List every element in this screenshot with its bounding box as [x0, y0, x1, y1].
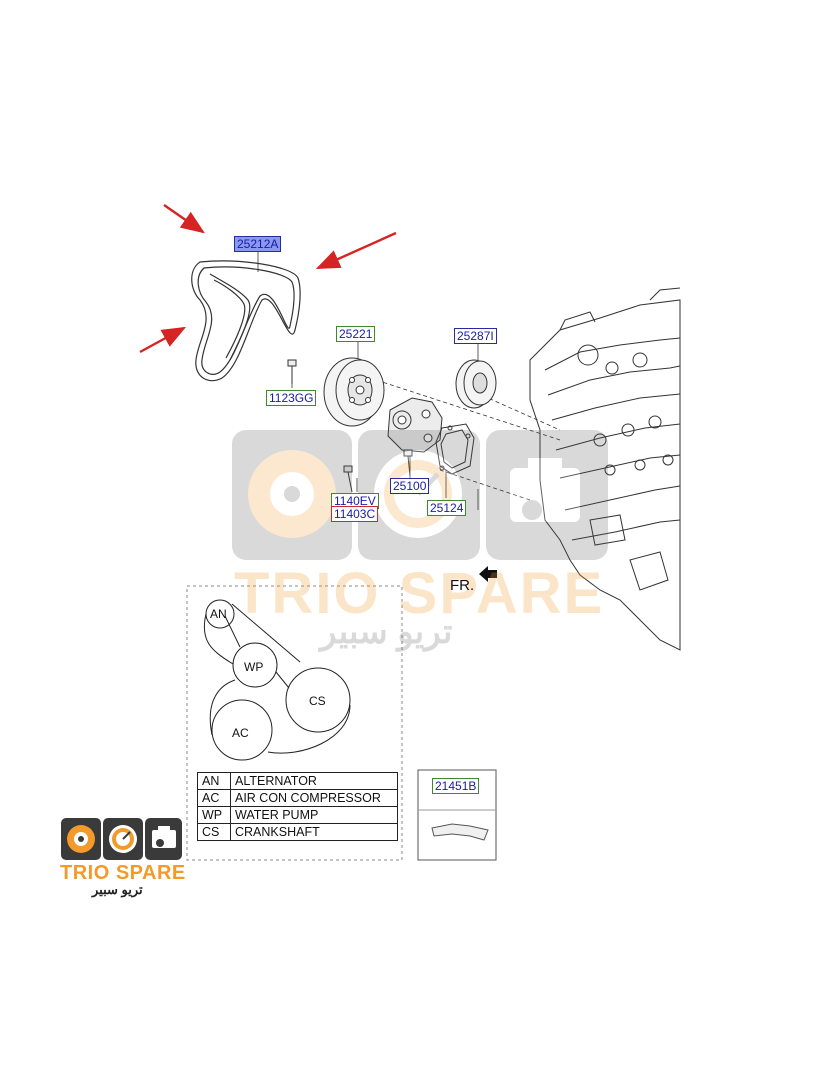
logo-arabic: تريو سبير: [92, 882, 143, 897]
part-label-idler[interactable]: 25287I: [454, 328, 497, 344]
legend-row: AC AIR CON COMPRESSOR: [197, 789, 398, 807]
routing-an: AN: [210, 607, 227, 621]
bolt-gg-drawing: [287, 359, 297, 384]
part-label-bracket[interactable]: 21451B: [432, 778, 480, 794]
gasket-drawing: [435, 423, 475, 475]
legend-code: CS: [197, 823, 231, 841]
front-arrow-icon: [479, 566, 497, 582]
bracket-box: [417, 769, 497, 861]
logo-latin: TRIO SPARE: [60, 862, 186, 884]
gauge-icon: [103, 818, 143, 860]
drive-belt: [191, 260, 301, 382]
routing-wp: WP: [244, 660, 264, 674]
part-label-pulley[interactable]: 25221: [336, 326, 376, 342]
legend-table: AN ALTERNATOR AC AIR CON COMPRESSOR WP W…: [197, 772, 398, 841]
legend-name: CRANKSHAFT: [230, 823, 398, 841]
bolt-ev-drawing: [343, 449, 413, 493]
watermark-arabic: تريو سبير: [320, 613, 453, 651]
part-label-bolt-c[interactable]: 11403C: [331, 506, 379, 522]
legend-row: CS CRANKSHAFT: [197, 823, 398, 841]
routing-ac: AC: [232, 726, 249, 740]
engine-icon: [145, 818, 182, 860]
front-marker: FR.: [450, 577, 475, 594]
legend-code: WP: [197, 806, 231, 824]
routing-cs: CS: [309, 694, 326, 708]
disc-icon: [61, 818, 101, 860]
disc-icon: [232, 430, 352, 560]
pulley-drawing: [323, 357, 385, 427]
part-label-water-pump[interactable]: 25100: [390, 478, 430, 494]
idler-drawing: [455, 359, 497, 409]
routing-box: [186, 585, 403, 861]
engine-icon: [486, 430, 608, 560]
water-pump-drawing: [387, 397, 443, 453]
routing-belt: [203, 599, 351, 761]
legend-name: AIR CON COMPRESSOR: [230, 789, 398, 807]
part-label-bolt-ev[interactable]: 1140EV: [331, 493, 379, 509]
engine-block: [529, 287, 681, 651]
part-label-belt[interactable]: 25212A: [234, 236, 282, 252]
pointer-arrows: [139, 204, 397, 354]
watermark-latin: TRIO SPARE: [234, 561, 605, 626]
part-label-bolt-gg[interactable]: 1123GG: [266, 390, 317, 406]
part-label-gasket[interactable]: 25124: [427, 500, 467, 516]
